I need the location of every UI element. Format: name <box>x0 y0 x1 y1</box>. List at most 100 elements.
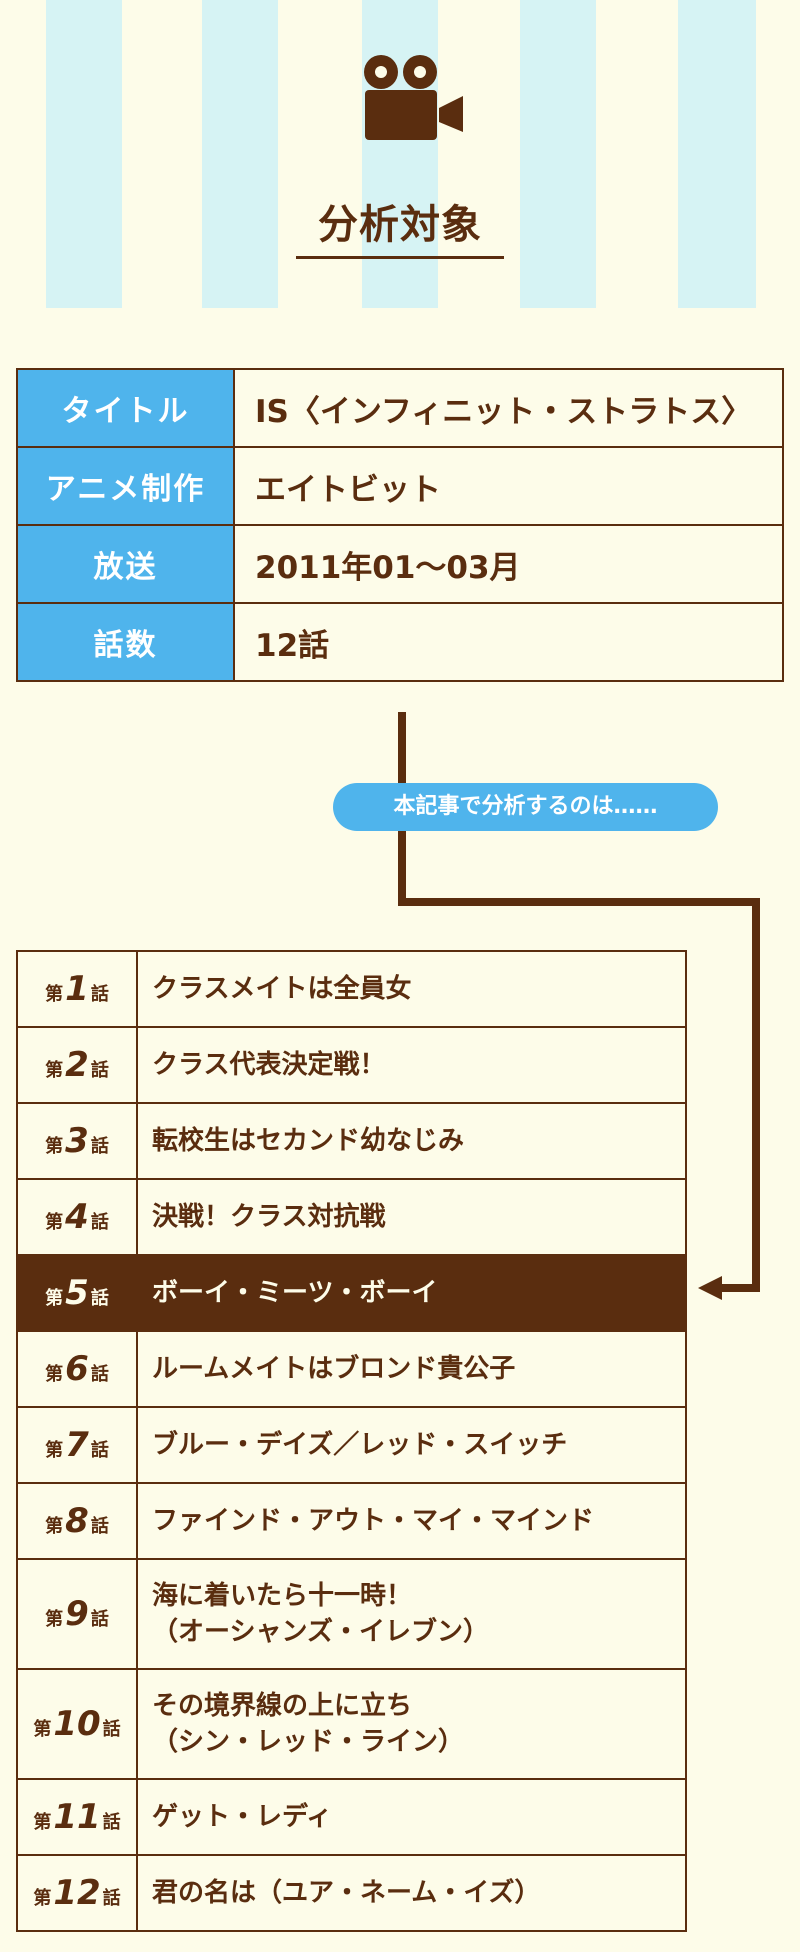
episode-prefix: 第 <box>45 1609 64 1630</box>
episode-title-line1: 海に着いたら十一時！ <box>152 1581 413 1611</box>
episode-prefix: 第 <box>45 1364 64 1385</box>
episode-num: 9 <box>65 1594 89 1634</box>
episode-prefix: 第 <box>33 1812 52 1833</box>
episode-num: 10 <box>53 1704 101 1744</box>
stripe <box>46 0 122 308</box>
episode-prefix: 第 <box>45 1288 64 1309</box>
info-key: 話数 <box>16 602 235 682</box>
info-row-studio: アニメ制作 エイトビット <box>16 446 784 526</box>
stripe <box>202 0 278 308</box>
info-key: アニメ制作 <box>16 446 235 526</box>
info-row-title: タイトル IS〈インフィニット・ストラトス〉 <box>16 368 784 448</box>
episode-num: 11 <box>53 1797 101 1837</box>
episode-suffix: 話 <box>90 1516 109 1537</box>
episode-title: 君の名は（ユア・ネーム・イズ） <box>136 1854 687 1932</box>
stripe <box>520 0 596 308</box>
info-value: 2011年01〜03月 <box>233 524 784 604</box>
episode-prefix: 第 <box>45 984 64 1005</box>
episode-title-line2: （オーシャンズ・イレブン） <box>152 1617 489 1647</box>
info-key: タイトル <box>16 368 235 448</box>
episode-prefix: 第 <box>33 1888 52 1909</box>
episode-num: 1 <box>65 969 89 1009</box>
title-underline <box>296 256 504 259</box>
episode-num: 8 <box>65 1501 89 1541</box>
stripe <box>678 0 756 308</box>
episode-num: 4 <box>65 1197 89 1237</box>
episode-title: ブルー・デイズ／レッド・スイッチ <box>136 1406 687 1484</box>
episode-num: 5 <box>65 1273 89 1313</box>
episode-suffix: 話 <box>90 1212 109 1233</box>
episode-suffix: 話 <box>90 1609 109 1630</box>
info-row-episodes: 話数 12話 <box>16 602 784 682</box>
info-row-broadcast: 放送 2011年01〜03月 <box>16 524 784 604</box>
episode-suffix: 話 <box>90 1364 109 1385</box>
episode-title: ボーイ・ミーツ・ボーイ <box>136 1254 687 1332</box>
page-title: 分析対象 <box>318 202 482 248</box>
header-banner: 分析対象 <box>0 0 800 310</box>
episode-title: 転校生はセカンド幼なじみ <box>136 1102 687 1180</box>
episode-suffix: 話 <box>102 1888 121 1909</box>
info-value: 12話 <box>233 602 784 682</box>
info-value: エイトビット <box>233 446 784 526</box>
episode-title: ルームメイトはブロンド貴公子 <box>136 1330 687 1408</box>
episode-prefix: 第 <box>33 1719 52 1740</box>
episode-prefix: 第 <box>45 1136 64 1157</box>
episode-suffix: 話 <box>102 1719 121 1740</box>
episode-title: その境界線の上に立ち （シン・レッド・ライン） <box>136 1668 687 1780</box>
episode-title-line1: その境界線の上に立ち <box>152 1691 413 1721</box>
episode-title-line2: （シン・レッド・ライン） <box>152 1727 465 1757</box>
episode-num: 12 <box>53 1873 101 1913</box>
movie-camera-icon <box>364 55 463 140</box>
episode-title: 海に着いたら十一時！ （オーシャンズ・イレブン） <box>136 1558 687 1670</box>
episode-title: ファインド・アウト・マイ・マインド <box>136 1482 687 1560</box>
episode-suffix: 話 <box>90 1060 109 1081</box>
episode-title: 決戦！クラス対抗戦 <box>136 1178 687 1256</box>
episode-num: 3 <box>65 1121 89 1161</box>
episode-prefix: 第 <box>45 1516 64 1537</box>
episode-prefix: 第 <box>45 1060 64 1081</box>
episode-suffix: 話 <box>90 1440 109 1461</box>
episode-title: クラス代表決定戦！ <box>136 1026 687 1104</box>
episode-prefix: 第 <box>45 1440 64 1461</box>
info-key: 放送 <box>16 524 235 604</box>
episode-suffix: 話 <box>102 1812 121 1833</box>
episode-num: 6 <box>65 1349 89 1389</box>
stripe <box>362 0 438 308</box>
episode-num: 2 <box>65 1045 89 1085</box>
info-table: タイトル IS〈インフィニット・ストラトス〉 アニメ制作 エイトビット 放送 2… <box>16 368 784 682</box>
episode-suffix: 話 <box>90 1288 109 1309</box>
episode-title: ゲット・レディ <box>136 1778 687 1856</box>
episode-suffix: 話 <box>90 1136 109 1157</box>
info-value: IS〈インフィニット・ストラトス〉 <box>233 368 784 448</box>
episode-num: 7 <box>65 1425 89 1465</box>
episode-suffix: 話 <box>90 984 109 1005</box>
episode-title: クラスメイトは全員女 <box>136 950 687 1028</box>
callout-pill: 本記事で分析するのは…… <box>333 783 718 831</box>
episode-prefix: 第 <box>45 1212 64 1233</box>
arrow-head <box>698 1276 722 1300</box>
